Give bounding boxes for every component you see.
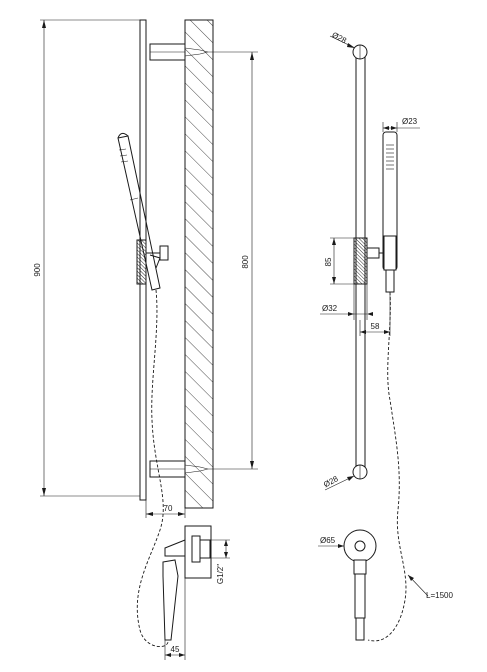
dim-70-label: 70 [164,504,173,513]
dim-dia32: Ø32 [320,284,373,320]
slider-front [353,237,368,285]
slider-block [136,239,147,285]
dim-70: 70 [145,500,186,518]
dim-dia65: Ø65 [318,536,344,548]
dim-900: 900 [33,19,140,497]
dim-dia65-label: Ø65 [320,536,336,545]
handshower-outlet-side [162,559,179,641]
dim-dia23-label: Ø23 [402,117,418,126]
dim-dia28-top: Ø28 [329,30,356,49]
dim-hose-length: L=1500 [407,574,453,600]
dim-800: 800 [208,51,258,470]
hand-shower-front [382,131,398,293]
front-view: Ø28 Ø23 85 Ø32 [318,30,453,642]
dim-900-label: 900 [33,263,42,277]
dim-hose-length-label: L=1500 [426,591,453,600]
hose-front [367,291,407,642]
wall-outlet-front [343,529,377,641]
dim-dia23: Ø23 [382,117,420,132]
dim-45: 45 [164,578,186,660]
slider-knob [159,245,169,261]
wall-section [184,19,214,509]
hand-shower-side [117,132,161,291]
dim-58: 58 [359,292,391,336]
dim-dia32-label: Ø32 [322,304,338,313]
dim-thread-label: G1/2" [216,564,225,584]
hose-side [136,289,169,647]
dim-85: 85 [324,237,354,285]
side-view: 900 800 70 G1/2" [33,19,258,660]
dim-45-label: 45 [171,645,180,654]
dim-85-label: 85 [324,257,333,266]
dim-58-label: 58 [371,322,380,331]
dim-thread: G1/2" [216,540,228,584]
dim-800-label: 800 [241,255,250,269]
dim-dia28-bottom: Ø28 [322,474,355,491]
wall-outlet-side [164,525,230,579]
